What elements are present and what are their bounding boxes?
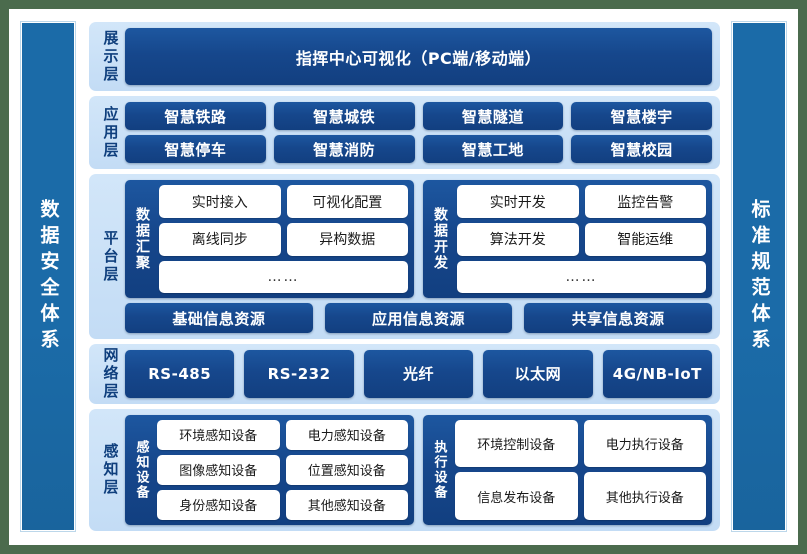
group-label-sensing-devices: 感知设备: [131, 420, 151, 520]
platform-chip[interactable]: 异构数据: [286, 222, 408, 256]
group-grid-sensing-devices: 环境感知设备 电力感知设备 图像感知设备 位置感知设备 身份感知设备 其他感知设…: [157, 419, 408, 521]
layer-application: 应用层 智慧铁路 智慧城铁 智慧隧道 智慧楼宇 智慧停车 智慧消防 智慧工地 智…: [89, 96, 720, 170]
group-row: ……: [457, 260, 706, 294]
group-row: ……: [159, 260, 408, 294]
layer-network: 网络层 RS-485 RS-232 光纤 以太网 4G/NB-IoT: [89, 344, 720, 404]
resource-item[interactable]: 基础信息资源: [125, 303, 313, 334]
group-grid-actuator-devices: 环境控制设备 电力执行设备 信息发布设备 其他执行设备: [455, 419, 706, 521]
sensing-device-chip[interactable]: 其他感知设备: [285, 489, 408, 521]
group-label-actuator-devices-text: 执行设备: [431, 439, 447, 500]
platform-chip[interactable]: 可视化配置: [286, 185, 408, 218]
left-pillar-data-security: 数据安全体系: [21, 22, 75, 531]
layer-label-presentation-text: 展示层: [101, 29, 120, 84]
layer-stack: 展示层 指挥中心可视化（PC端/移动端） 应用层 智慧铁路 智慧城铁 智慧隧道 …: [89, 9, 720, 545]
sensing-device-chip[interactable]: 图像感知设备: [157, 454, 280, 485]
platform-groups: 数据汇聚 实时接入 可视化配置 离线同步 异构数据: [125, 180, 712, 299]
network-item[interactable]: RS-232: [244, 350, 354, 398]
layer-presentation: 展示层 指挥中心可视化（PC端/移动端）: [89, 22, 720, 92]
layer-label-network-text: 网络层: [101, 346, 120, 401]
group-row: 信息发布设备 其他执行设备: [455, 472, 706, 521]
platform-chip[interactable]: 实时开发: [457, 185, 579, 218]
layer-body-perception: 感知设备 环境感知设备 电力感知设备 图像感知设备 位置感知设备: [125, 414, 712, 525]
resource-item[interactable]: 共享信息资源: [524, 303, 713, 334]
group-row: 身份感知设备 其他感知设备: [157, 489, 408, 521]
group-row: 环境控制设备 电力执行设备: [455, 419, 706, 468]
platform-chip[interactable]: 智能运维: [584, 222, 706, 256]
perception-groups: 感知设备 环境感知设备 电力感知设备 图像感知设备 位置感知设备: [125, 414, 712, 525]
application-item[interactable]: 智慧停车: [125, 135, 266, 164]
sensing-device-chip[interactable]: 电力感知设备: [285, 419, 408, 450]
presentation-banner-box[interactable]: 指挥中心可视化（PC端/移动端）: [125, 28, 712, 86]
layer-perception: 感知层 感知设备 环境感知设备 电力感知设备: [89, 408, 720, 531]
network-item[interactable]: RS-485: [125, 350, 235, 398]
application-item[interactable]: 智慧校园: [571, 135, 712, 164]
network-items-row: RS-485 RS-232 光纤 以太网 4G/NB-IoT: [125, 350, 713, 398]
perception-group-actuator-devices: 执行设备 环境控制设备 电力执行设备 信息发布设备 其他执行设备: [423, 414, 712, 525]
layer-body-platform: 数据汇聚 实时接入 可视化配置 离线同步 异构数据: [125, 180, 713, 334]
network-item[interactable]: 光纤: [363, 350, 474, 398]
platform-group-data-aggregation: 数据汇聚 实时接入 可视化配置 离线同步 异构数据: [125, 180, 414, 299]
actuator-device-chip[interactable]: 其他执行设备: [583, 472, 706, 521]
network-item[interactable]: 以太网: [483, 350, 593, 398]
platform-chip[interactable]: 离线同步: [159, 222, 281, 256]
actuator-device-chip[interactable]: 电力执行设备: [583, 419, 706, 468]
right-pillar-standards-system: 标准规范体系: [732, 22, 786, 531]
group-row: 实时接入 可视化配置: [159, 185, 408, 218]
platform-chip[interactable]: 实时接入: [159, 185, 281, 218]
layer-label-application: 应用层: [95, 102, 125, 163]
actuator-device-chip[interactable]: 环境控制设备: [455, 419, 578, 468]
group-grid-data-aggregation: 实时接入 可视化配置 离线同步 异构数据 ……: [159, 185, 408, 294]
sensing-device-chip[interactable]: 位置感知设备: [285, 454, 408, 485]
layer-label-presentation: 展示层: [95, 28, 125, 85]
application-item[interactable]: 智慧城铁: [273, 102, 415, 131]
left-pillar-label: 数据安全体系: [37, 198, 60, 355]
network-item[interactable]: 4G/NB-IoT: [602, 350, 713, 398]
group-row: 环境感知设备 电力感知设备: [157, 419, 408, 450]
group-label-data-aggregation: 数据汇聚: [131, 185, 153, 293]
platform-chip[interactable]: 监控告警: [584, 185, 706, 218]
platform-chip-more[interactable]: ……: [159, 260, 408, 294]
group-row: 实时开发 监控告警: [457, 185, 706, 218]
application-row-1: 智慧铁路 智慧城铁 智慧隧道 智慧楼宇: [125, 102, 712, 131]
application-item[interactable]: 智慧工地: [422, 135, 564, 164]
platform-chip-more[interactable]: ……: [457, 260, 706, 294]
group-grid-data-development: 实时开发 监控告警 算法开发 智能运维 ……: [457, 185, 706, 294]
perception-group-sensing-devices: 感知设备 环境感知设备 电力感知设备 图像感知设备 位置感知设备: [125, 414, 414, 525]
platform-resource-row: 基础信息资源 应用信息资源 共享信息资源: [125, 303, 713, 334]
sensing-device-chip[interactable]: 环境感知设备: [157, 419, 280, 450]
application-row-2: 智慧停车 智慧消防 智慧工地 智慧校园: [125, 135, 712, 164]
sensing-device-chip[interactable]: 身份感知设备: [157, 489, 280, 521]
layer-label-platform-text: 平台层: [101, 229, 120, 284]
group-row: 离线同步 异构数据: [159, 222, 408, 256]
layer-platform: 平台层 数据汇聚 实时接入 可视化配置: [89, 174, 720, 340]
group-label-data-aggregation-text: 数据汇聚: [134, 207, 150, 272]
group-label-actuator-devices: 执行设备: [429, 420, 449, 520]
architecture-diagram-card: 数据安全体系 展示层 指挥中心可视化（PC端/移动端） 应用层 智慧铁路 智慧城…: [9, 9, 798, 545]
layer-body-application: 智慧铁路 智慧城铁 智慧隧道 智慧楼宇 智慧停车 智慧消防 智慧工地 智慧校园: [125, 102, 712, 164]
group-row: 算法开发 智能运维: [457, 222, 706, 256]
actuator-device-chip[interactable]: 信息发布设备: [455, 472, 578, 521]
application-item[interactable]: 智慧楼宇: [571, 102, 712, 131]
group-label-data-development: 数据开发: [429, 185, 451, 293]
right-pillar-label: 标准规范体系: [748, 198, 771, 355]
resource-item[interactable]: 应用信息资源: [324, 303, 513, 334]
group-label-sensing-devices-text: 感知设备: [133, 439, 149, 500]
application-item[interactable]: 智慧消防: [273, 135, 415, 164]
application-item[interactable]: 智慧隧道: [422, 102, 564, 131]
group-label-data-development-text: 数据开发: [432, 207, 448, 272]
layer-label-perception: 感知层: [95, 415, 125, 525]
layer-label-network: 网络层: [95, 347, 125, 401]
layer-body-presentation: 指挥中心可视化（PC端/移动端）: [125, 28, 712, 86]
layer-body-network: RS-485 RS-232 光纤 以太网 4G/NB-IoT: [125, 350, 713, 398]
platform-group-data-development: 数据开发 实时开发 监控告警 算法开发 智能运维: [423, 180, 712, 299]
application-item[interactable]: 智慧铁路: [125, 102, 266, 131]
platform-chip[interactable]: 算法开发: [457, 222, 579, 256]
group-row: 图像感知设备 位置感知设备: [157, 454, 408, 485]
layer-label-platform: 平台层: [95, 180, 125, 333]
layer-label-application-text: 应用层: [101, 105, 120, 160]
layer-label-perception-text: 感知层: [101, 442, 120, 497]
